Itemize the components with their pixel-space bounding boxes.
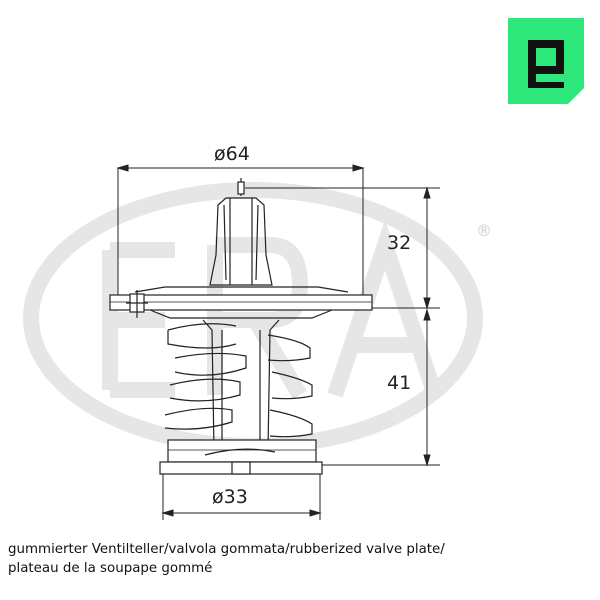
top-diameter-label: ø64 bbox=[214, 143, 250, 165]
caption-line-1: gummierter Ventilteller/valvola gommata/… bbox=[8, 542, 445, 557]
bottom-diameter-label: ø33 bbox=[212, 486, 248, 508]
dimension-heights bbox=[245, 186, 440, 467]
caption-line-2: plateau de la soupape gommé bbox=[8, 561, 213, 576]
height-lower-label: 41 bbox=[387, 372, 411, 394]
height-upper-label: 32 bbox=[387, 232, 411, 254]
dimension-top-diameter bbox=[116, 164, 365, 300]
logo-badge bbox=[508, 18, 584, 104]
caption: gummierter Ventilteller/valvola gommata/… bbox=[8, 540, 593, 578]
registered-mark: ® bbox=[476, 221, 492, 240]
thermostat-body bbox=[109, 178, 373, 475]
era-logo: e bbox=[508, 18, 584, 104]
dimension-bottom-diameter bbox=[161, 472, 322, 520]
logo-e-icon bbox=[528, 40, 564, 88]
